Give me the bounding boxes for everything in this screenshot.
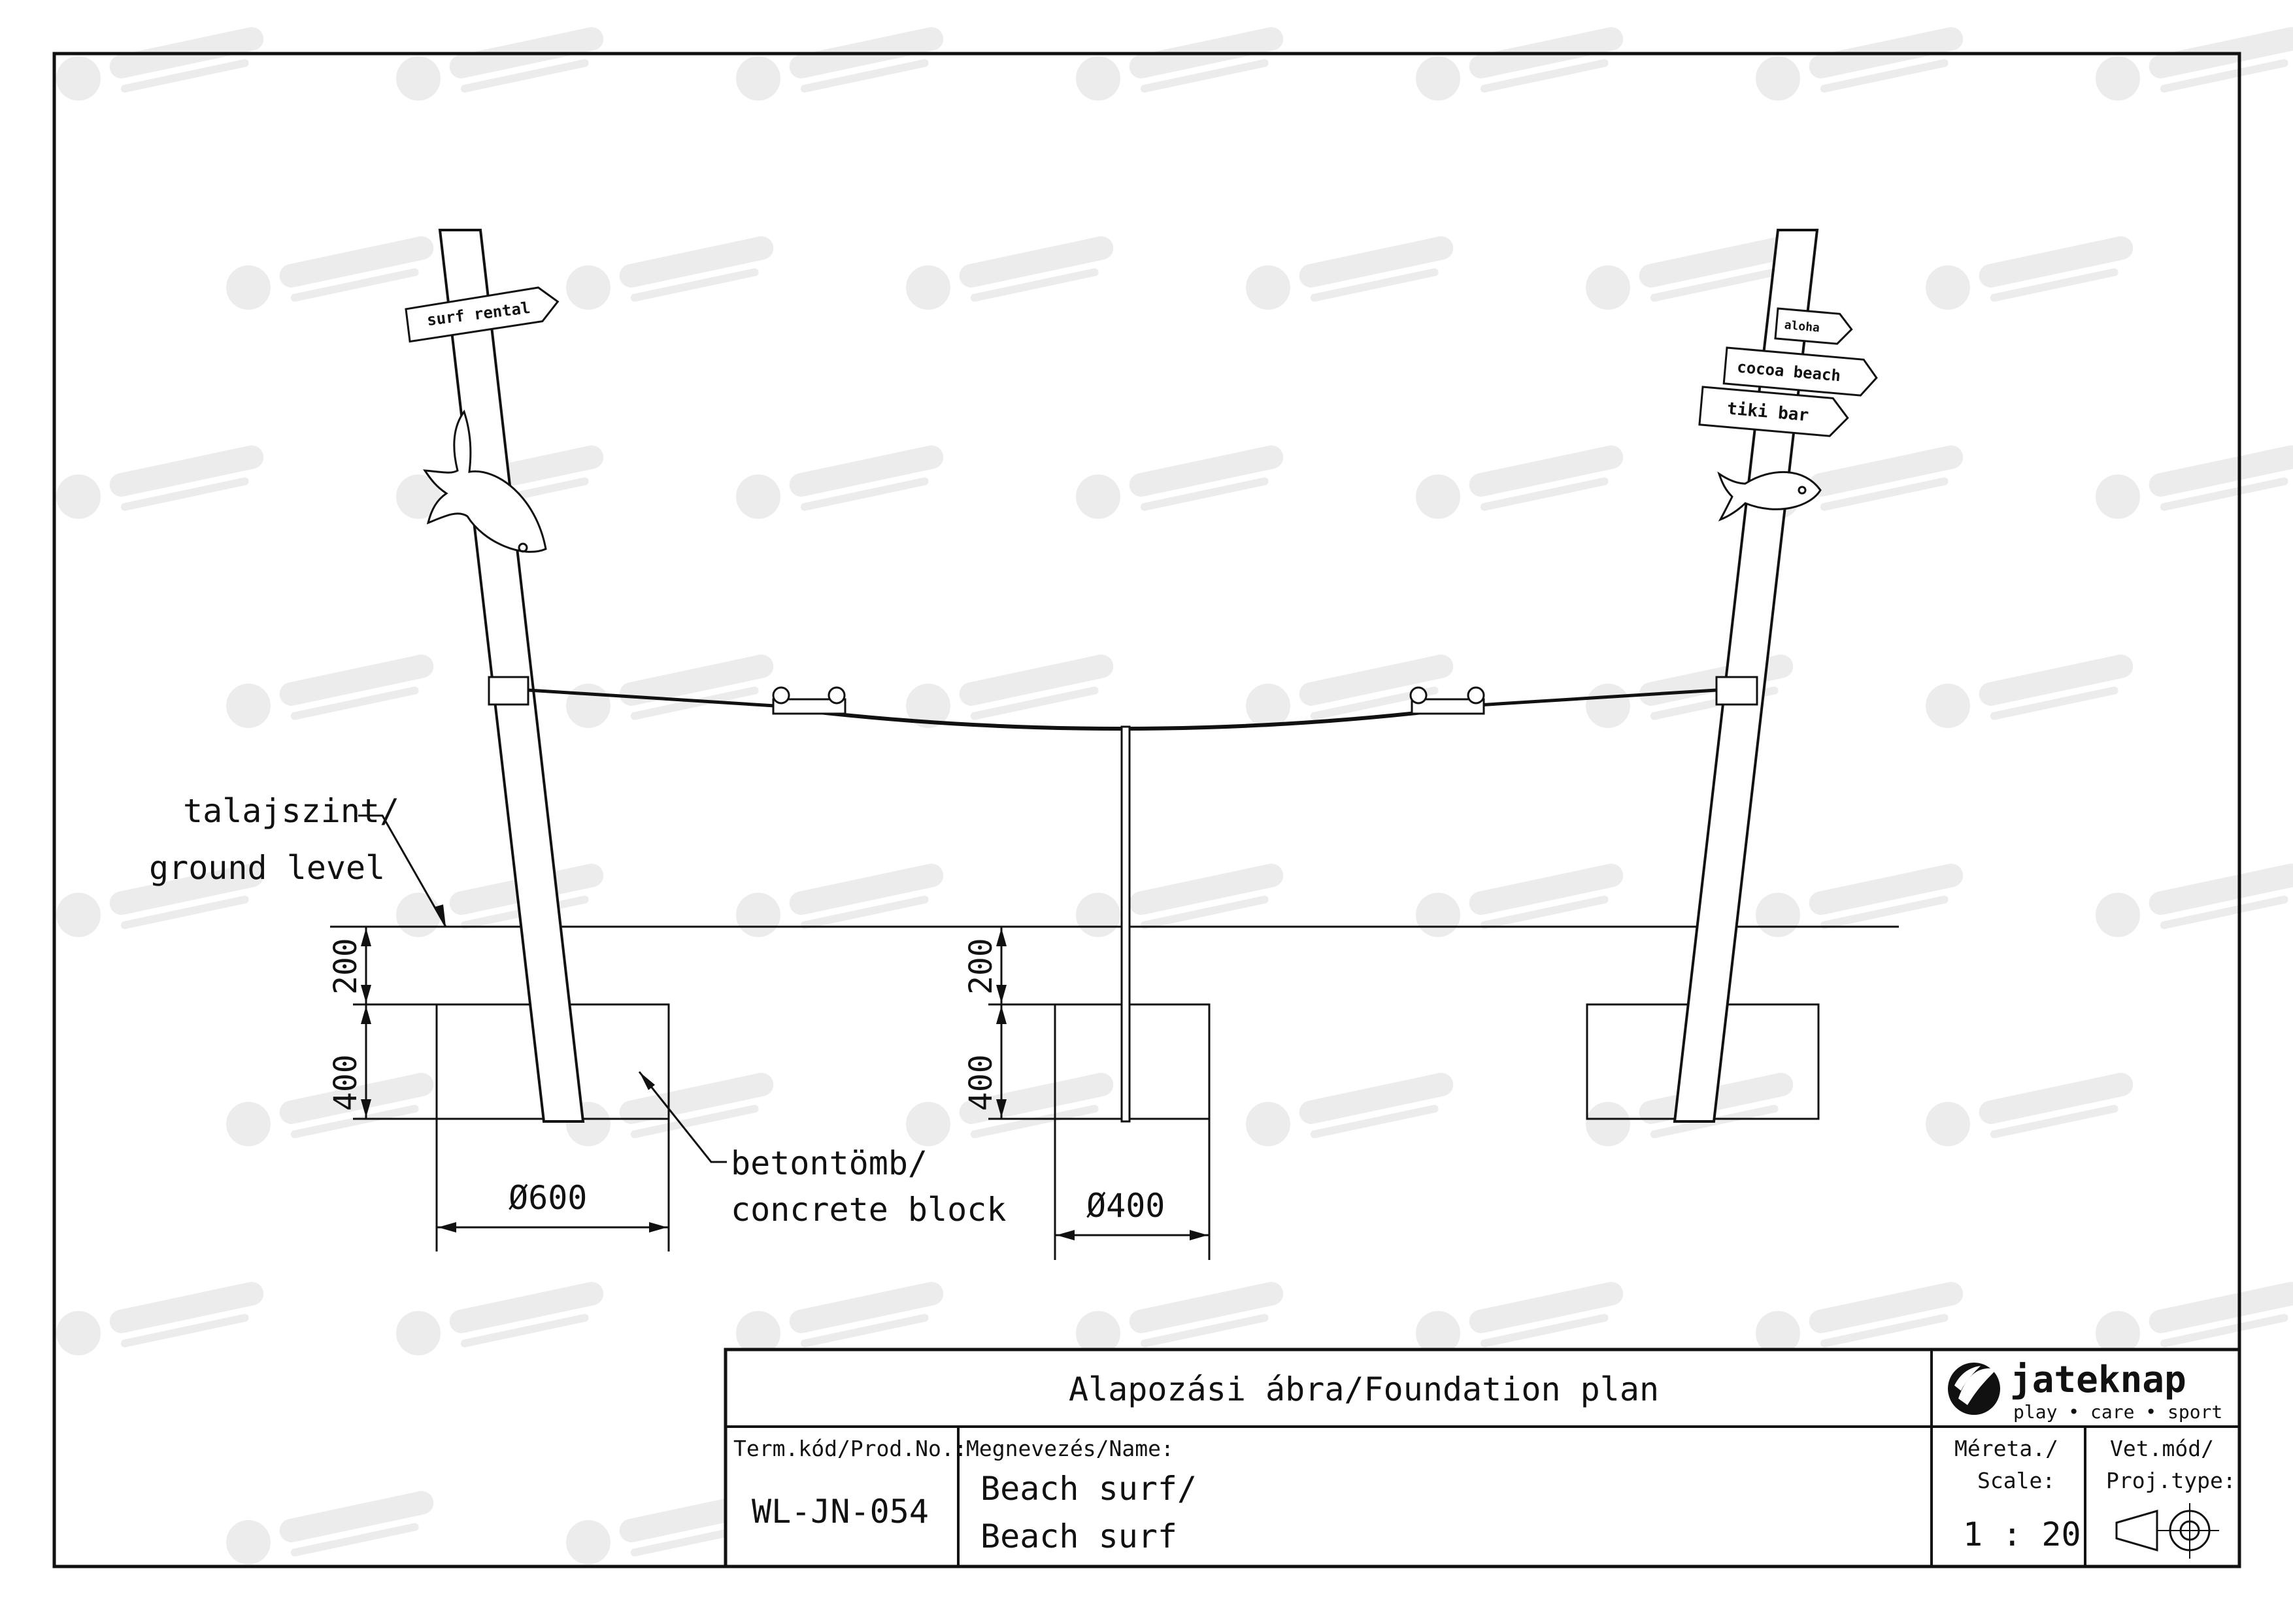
watermark-mark	[566, 1072, 774, 1146]
watermark-mark	[1246, 1072, 1454, 1146]
ground-level-label-hu: talajszint/	[183, 792, 399, 830]
watermark-mark	[1246, 236, 1454, 310]
sign-left: surf rental	[405, 286, 560, 343]
watermark-mark	[2096, 1282, 2293, 1355]
prod-no-label: Term.kód/Prod.No.:	[733, 1436, 967, 1461]
watermark-mark	[396, 1282, 604, 1355]
sign-right-top-label: aloha	[1784, 318, 1820, 335]
clamp-right	[1715, 676, 1758, 706]
cable-right	[1467, 688, 1717, 708]
post-left	[438, 229, 585, 1123]
watermark-mark	[226, 236, 434, 310]
ground-level-leader	[358, 814, 447, 927]
proj-label2: Proj.type:	[2106, 1468, 2236, 1493]
watermark-mark	[2096, 863, 2293, 937]
watermark-mark	[736, 27, 944, 101]
logo-tagline: play • care • sport	[2013, 1401, 2222, 1423]
post-center	[1120, 725, 1131, 1123]
scale-label2: Scale:	[1977, 1468, 2055, 1493]
watermark-mark	[56, 445, 264, 519]
watermark-mark	[56, 1282, 264, 1355]
rope-fitting-left	[772, 686, 846, 715]
watermark-mark	[226, 1072, 434, 1146]
watermark-mark	[1756, 1282, 1964, 1355]
watermark-mark	[566, 236, 774, 310]
watermark-mark	[1416, 27, 1624, 101]
concrete-block-leader	[638, 1071, 727, 1163]
watermark-mark	[226, 1491, 434, 1565]
fish-right-icon	[1717, 471, 1822, 522]
watermark-mark	[1246, 654, 1454, 728]
watermark-mark	[1586, 236, 1794, 310]
scale-label1: Méreta./	[1954, 1436, 2058, 1461]
watermark-mark	[736, 1282, 944, 1355]
proj-label1: Vet.mód/	[2110, 1436, 2214, 1461]
watermark-mark	[1076, 27, 1284, 101]
post-right	[1673, 229, 1819, 1123]
watermark-mark	[226, 654, 434, 728]
watermark-mark	[1926, 1072, 2134, 1146]
surf-rope	[774, 705, 1468, 731]
dim-center: 200 400 Ø400	[963, 927, 1211, 1260]
watermark-mark	[1926, 236, 2134, 310]
watermark-mark	[56, 27, 264, 101]
dim-left-400: 400	[327, 1054, 364, 1111]
watermark-mark	[1416, 445, 1624, 519]
concrete-block-center	[1054, 1003, 1211, 1120]
sign-right-middle: cocoa beach	[1722, 346, 1878, 397]
name-line1: Beach surf/	[980, 1470, 1197, 1508]
logo-name: jateknap	[2010, 1359, 2186, 1401]
sign-right-top: aloha	[1774, 307, 1853, 345]
watermark-mark	[906, 1072, 1114, 1146]
watermark-mark	[736, 445, 944, 519]
watermark-mark	[1926, 654, 2134, 728]
watermark-mark	[2096, 445, 2293, 519]
watermark-mark	[1756, 27, 1964, 101]
watermark-mark	[56, 863, 264, 937]
watermark-mark	[396, 863, 604, 937]
name-label: Megnevezés/Name:	[966, 1436, 1174, 1461]
first-angle-projection-icon	[2115, 1503, 2219, 1559]
watermark-mark	[396, 27, 604, 101]
scale-value: 1 : 20	[1963, 1516, 2081, 1553]
dim-left-200: 200	[327, 938, 364, 995]
watermark-mark	[1076, 1282, 1284, 1355]
concrete-block-label-hu: betontömb/	[731, 1144, 928, 1182]
dim-left: 200 400 Ø600	[327, 927, 670, 1251]
watermark-mark	[736, 863, 944, 937]
title-block-title: Alapozási ábra/Foundation plan	[1069, 1370, 1659, 1408]
dim-center-diameter: Ø400	[1086, 1187, 1165, 1225]
name-line2: Beach surf	[980, 1517, 1177, 1555]
watermark-mark	[906, 236, 1114, 310]
rope-fitting-right	[1409, 686, 1485, 715]
clamp-left	[488, 676, 529, 706]
jateknap-leaf-logo-icon	[1948, 1363, 2000, 1415]
watermark-mark	[1416, 863, 1624, 937]
dim-left-diameter: Ø600	[509, 1179, 587, 1217]
title-block: Alapozási ábra/Foundation plan Term.kód/…	[724, 1348, 2241, 1568]
watermark-mark	[1076, 445, 1284, 519]
watermark-mark	[2096, 27, 2293, 101]
fish-left-icon	[423, 409, 547, 553]
dim-center-200: 200	[963, 938, 999, 995]
concrete-block-label-en: concrete block	[731, 1191, 1006, 1229]
watermark-mark	[1076, 863, 1284, 937]
watermark-mark	[1756, 863, 1964, 937]
watermark-mark	[566, 654, 774, 728]
sign-right-bottom: tiki bar	[1698, 386, 1849, 437]
watermark-mark	[1416, 1282, 1624, 1355]
ground-level-label-en: ground level	[149, 849, 385, 887]
watermark-mark	[906, 654, 1114, 728]
prod-no-value: WL-JN-054	[752, 1493, 929, 1531]
dim-center-400: 400	[963, 1054, 999, 1111]
cable-left	[527, 688, 775, 708]
